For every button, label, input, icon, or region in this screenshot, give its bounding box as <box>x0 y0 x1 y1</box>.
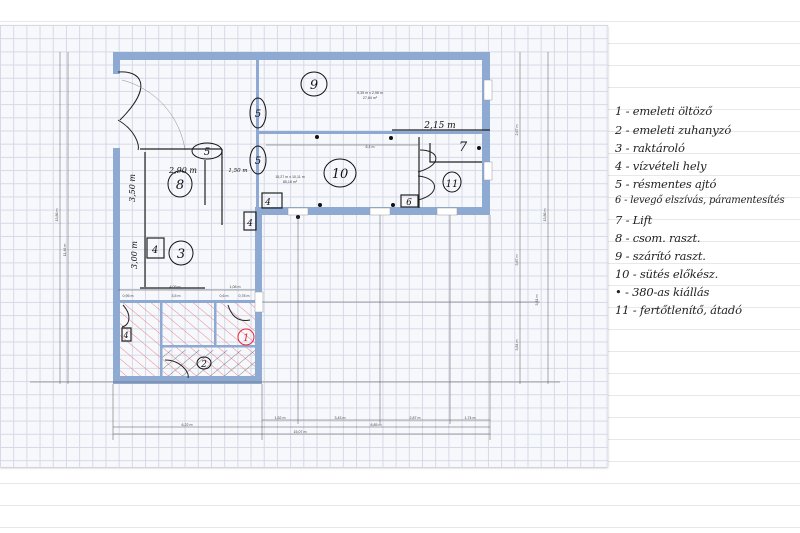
marker-5-left: 5 <box>204 147 210 158</box>
room-10-size: 15,27 m x 10,11 m <box>275 175 305 179</box>
note-3: 3 - raktároló <box>615 141 685 155</box>
dim-inner: 6,4 m <box>366 145 375 149</box>
marker-4-b: 4 <box>246 219 253 229</box>
note-9: 9 - szárító raszt. <box>615 249 706 263</box>
note-7: 7 - Lift <box>615 213 653 227</box>
room-9-area: 27,84 m² <box>363 96 378 100</box>
marker-4-d: 4 <box>122 331 128 340</box>
marker-4-a: 4 <box>264 198 271 208</box>
dim-409: 4,09 m <box>170 285 181 289</box>
marker-6: 6 <box>406 198 412 208</box>
marker-4-c: 4 <box>151 245 158 256</box>
doors <box>117 71 437 379</box>
note-4: 4 - vízvételi hely <box>615 159 707 173</box>
room-9-size: 9,35 m x 2,98 m <box>357 91 383 95</box>
marker-5-middle: 5 <box>255 156 261 167</box>
dim-right-2: 3,87 m <box>515 255 519 266</box>
room-8-number: 8 <box>176 178 184 193</box>
dim-right-total: 13,86 m <box>543 209 547 222</box>
dimension-lines <box>30 52 560 440</box>
dim-left-total: 13,86 m <box>55 209 59 222</box>
note-10: 10 - sütés előkész. <box>615 267 719 281</box>
dim-108: 1,08 m <box>230 285 241 289</box>
windows <box>254 79 493 313</box>
room-11-number: 11 <box>446 179 459 190</box>
note-2: 2 - emeleti zuhanyzó <box>615 123 732 137</box>
dim-right-4: 3,84 m <box>515 340 519 351</box>
room-2-number: 2 <box>200 360 207 370</box>
dim-35: 3,5 m <box>172 294 181 298</box>
floor-plan: 15,27 m x 10,11 m 85,18 m² 9,35 m x 2,98… <box>30 52 560 440</box>
hatched-area-shower <box>160 350 255 376</box>
dim-152: 1,52 m <box>275 416 286 420</box>
dim-left-2: 11,46 m <box>63 244 67 257</box>
room-3-number: 3 <box>177 247 185 262</box>
room-10-area: 85,18 m² <box>283 180 298 184</box>
hand-dim-350: 3,50 m <box>128 174 137 202</box>
note-1: 1 - emeleti öltöző <box>615 104 712 118</box>
dim-078: 0,78 m <box>239 294 250 298</box>
hand-dim-150: 1,50 m <box>228 168 247 174</box>
note-8: 8 - csom. raszt. <box>615 231 701 245</box>
floor-plan-sheet: 15,27 m x 10,11 m 85,18 m² 9,35 m x 2,98… <box>0 25 608 467</box>
dim-885: 8,85 m <box>371 423 382 427</box>
room-9-number: 9 <box>310 78 318 93</box>
power-outlets-380v <box>296 135 481 219</box>
dim-287: 2,87 m <box>410 416 421 420</box>
dim-343: 3,43 m <box>335 416 346 420</box>
note-5: 5 - résmentes ajtó <box>615 177 717 191</box>
dim-1507: 15,07 m <box>294 430 307 434</box>
sketch-lines <box>121 129 490 342</box>
room-10-number: 10 <box>332 167 349 182</box>
dim-right-3: 3,81 m <box>535 295 539 306</box>
dim-06: 0,6 m <box>220 294 229 298</box>
dim-174: 1,74 m <box>465 416 476 420</box>
dim-right-1: 2,67 m <box>515 125 519 136</box>
hand-dim-300: 3,00 m <box>130 241 139 269</box>
room-1-number: 1 <box>243 333 249 344</box>
dim-622: 6,22 m <box>182 423 193 427</box>
note-outlet: • - 380-as kiállás <box>615 285 710 299</box>
note-6: 6 - levegő elszívás, páramentesítés <box>615 195 785 206</box>
hand-dim-215: 2,15 m <box>423 121 455 131</box>
dim-095: 0,95 m <box>123 294 134 298</box>
note-11: 11 - fertőtlenítő, átadó <box>615 303 742 317</box>
hand-dim-290: 2,90 m <box>168 166 197 175</box>
room-7-number: 7 <box>459 140 468 155</box>
marker-5-top: 5 <box>255 109 261 120</box>
